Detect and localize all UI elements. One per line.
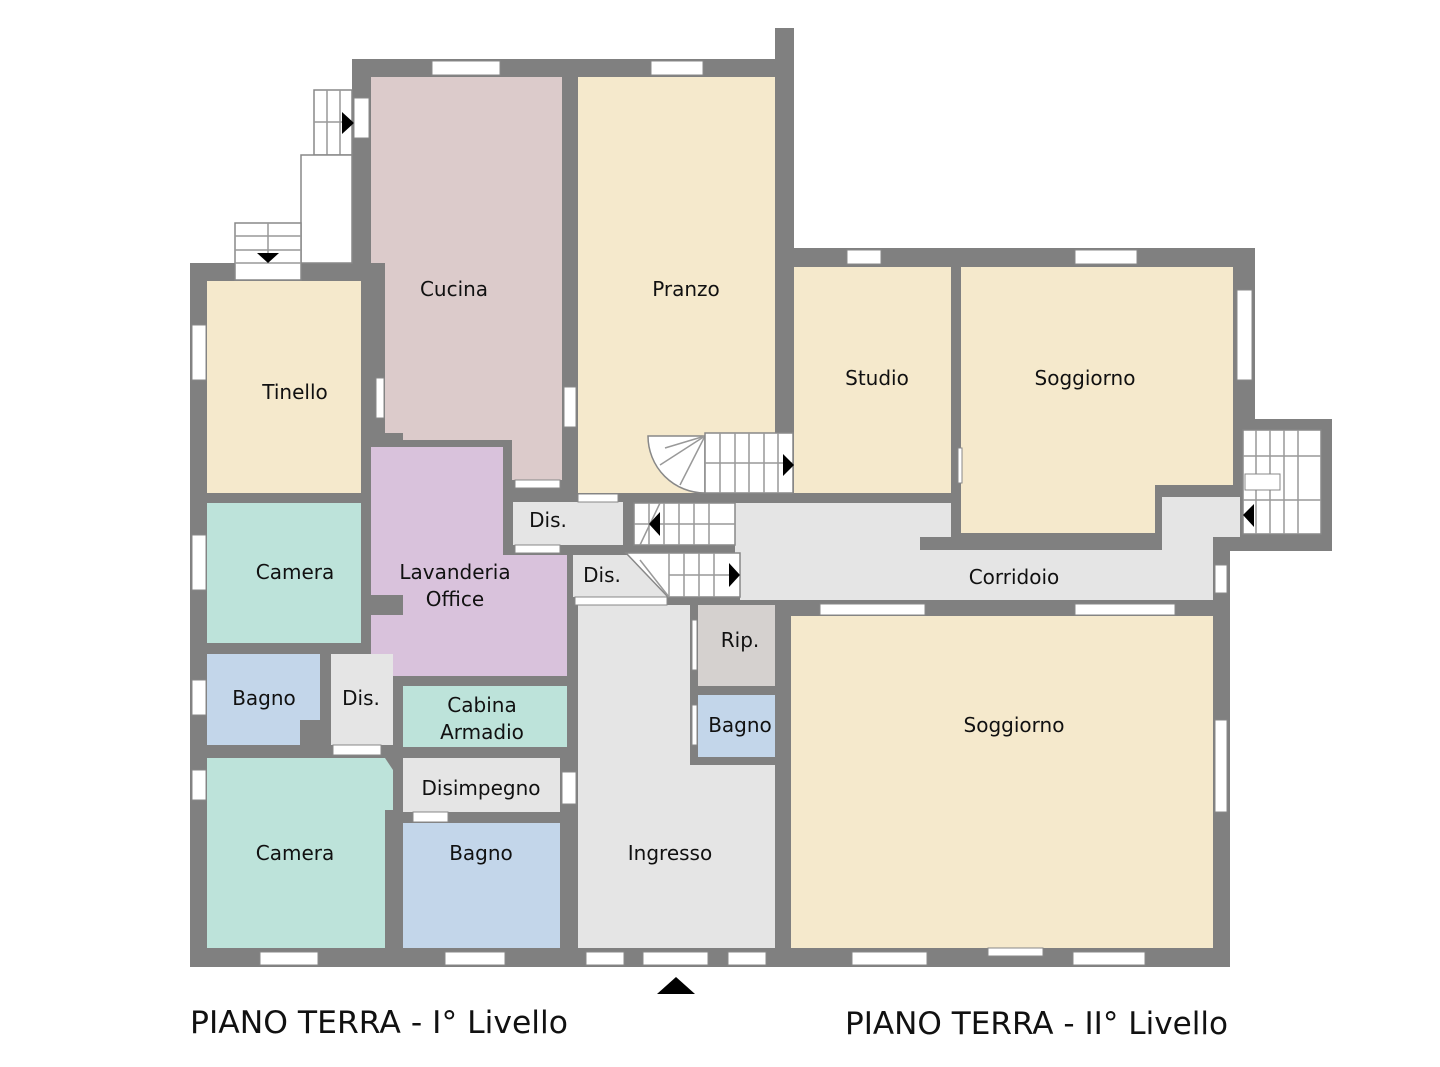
room-disimpegno [403,758,560,812]
label-pranzo: Pranzo [652,277,720,301]
label-soggiorno-top: Soggiorno [1035,366,1136,390]
room-cabina [403,686,567,747]
title-level-1: PIANO TERRA - I° Livello [190,1005,568,1041]
room-dis-1 [513,502,623,545]
stair-arrow-icon [342,112,354,134]
label-ingresso: Ingresso [628,841,712,865]
label-office: Office [426,587,484,611]
stair-arrow-icon [729,563,740,587]
label-camera-1: Camera [256,560,335,584]
windows [191,60,1253,966]
label-armadio: Armadio [440,720,524,744]
label-studio: Studio [845,366,909,390]
room-soggiorno-top [961,267,1233,533]
label-disimpegno: Disimpegno [421,776,540,800]
stair-arrow-icon [649,512,660,536]
room-rip [698,605,775,686]
label-camera-2: Camera [256,841,335,865]
label-soggiorno-bottom: Soggiorno [964,713,1065,737]
label-rip: Rip. [721,628,760,652]
room-camera-1 [207,503,361,643]
label-bagno-small: Bagno [708,713,772,737]
label-dis-3: Dis. [342,686,380,710]
room-dis-3 [331,654,393,745]
interior-stairs [624,429,1322,598]
room-studio [794,267,951,493]
room-ingresso [578,605,775,948]
room-labels: Cucina Pranzo Tinello Studio Soggiorno D… [232,277,1135,865]
rooms [207,77,1240,948]
room-lavanderia [371,447,567,676]
label-lavanderia: Lavanderia [399,560,510,584]
room-tinello [207,281,361,493]
exterior-stairs [234,89,370,281]
label-corridoio: Corridoio [969,565,1060,589]
room-corridoio [735,497,1240,600]
stair-arrow-icon [1243,504,1254,527]
room-bagno-left [207,654,320,745]
room-pranzo [578,77,775,493]
label-cucina: Cucina [420,277,488,301]
room-camera-2 [207,758,393,948]
label-bagno-bottom: Bagno [449,841,513,865]
stair-arrow-icon [783,454,794,476]
label-dis-1: Dis. [529,508,567,532]
room-soggiorno-bottom [791,616,1213,948]
label-bagno-left: Bagno [232,686,296,710]
entrance-arrow-icon [657,977,695,994]
title-level-2: PIANO TERRA - II° Livello [845,1006,1228,1042]
room-cucina [371,77,562,480]
stair-arrow-icon [257,253,279,263]
label-dis-2: Dis. [583,563,621,587]
room-bagno-bottom [403,823,560,948]
room-bagno-small [698,695,775,757]
label-cabina: Cabina [447,693,516,717]
label-tinello: Tinello [261,380,328,404]
